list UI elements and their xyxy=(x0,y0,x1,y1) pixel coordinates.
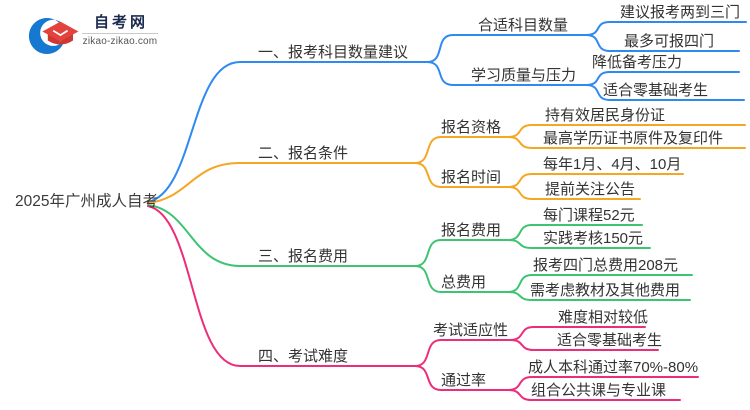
root-node: 2025年广州成人自考 xyxy=(15,193,158,210)
branch-1-wires xyxy=(147,21,747,203)
branch-1-child-2-wire xyxy=(426,61,587,86)
branch-3-child-1-label: 报名费用 xyxy=(441,222,502,239)
branch-3-label: 三、报名费用 xyxy=(258,248,349,265)
branch-3-wires xyxy=(147,204,693,301)
branch-4-leaf-4: 组合公共课与专业课 xyxy=(531,382,667,399)
logo-domain: zikao-zikao.com xyxy=(82,36,158,47)
branch-4-leaf-2: 适合零基础考生 xyxy=(557,332,663,349)
branch-3-leaf-2-wire xyxy=(507,239,651,249)
logo-title: 自考网 xyxy=(93,14,148,31)
branch-3-leaf-4: 需考虑教材及其他费用 xyxy=(530,282,681,299)
branch-2-leaf-2: 最高学历证书原件及复印件 xyxy=(543,130,724,147)
branch-2-label: 二、报名条件 xyxy=(258,145,349,162)
site-logo: 自考网 zikao-zikao.com xyxy=(28,10,158,60)
branch-4-wires xyxy=(147,205,699,401)
branch-4-leaf-4-wire xyxy=(507,389,681,401)
branch-1-child-1-label: 合适科目数量 xyxy=(478,17,569,34)
logo-divider xyxy=(82,33,158,34)
branch-1-leaf-4-wire xyxy=(585,84,745,101)
branch-4-leaf-1: 难度相对较低 xyxy=(558,309,649,326)
branch-4-label: 四、考试难度 xyxy=(258,348,349,365)
branch-3-leaf-4-wire xyxy=(507,291,691,301)
branch-2-leaf-2-wire xyxy=(507,136,746,149)
branch-2-leaf-3: 每年1月、4月、10月 xyxy=(543,156,682,173)
branch-1-leaf-1: 建议报考两到三门 xyxy=(620,4,741,21)
branch-4-spine xyxy=(147,205,416,367)
branch-3-leaf-3: 报考四门总费用208元 xyxy=(533,257,679,274)
branch-3-child-2-label: 总费用 xyxy=(441,274,487,291)
branch-1-spine xyxy=(147,61,428,203)
branch-4-child-2-wire xyxy=(414,365,509,391)
branch-2-child-2-wire xyxy=(414,162,509,188)
branch-1-leaf-4: 适合零基础考生 xyxy=(603,82,709,99)
branch-3-leaf-2: 实践考核150元 xyxy=(543,230,644,247)
branch-1-child-1-wire xyxy=(426,34,587,63)
branch-1-leaf-3: 降低备考压力 xyxy=(592,54,683,71)
branch-2-leaf-1: 持有效居民身份证 xyxy=(545,107,666,124)
branch-1-child-2-label: 学习质量与压力 xyxy=(471,67,577,84)
branch-4-child-2-label: 通过率 xyxy=(441,372,487,389)
branch-3-child-2-wire xyxy=(414,265,509,293)
branch-2-wires xyxy=(147,124,746,204)
branch-3-leaf-1: 每门课程52元 xyxy=(543,207,635,224)
graduation-cap-logo-icon xyxy=(28,18,79,54)
branch-4-child-1-wire xyxy=(414,339,511,367)
branch-1-leaf-2-wire xyxy=(585,34,740,52)
branch-3-child-1-wire xyxy=(414,239,509,267)
branch-2-spine xyxy=(147,162,416,204)
branch-2-child-1-wire xyxy=(414,136,509,164)
branch-2-leaf-4-wire xyxy=(507,186,641,200)
branch-1-label: 一、报考科目数量建议 xyxy=(258,44,409,61)
branch-1-leaf-2: 最多可报四门 xyxy=(624,33,715,50)
branch-2-leaf-4: 提前关注公告 xyxy=(545,181,636,198)
branch-4-child-1-label: 考试适应性 xyxy=(433,322,509,339)
branch-3-spine xyxy=(147,204,416,267)
branch-4-leaf-2-wire xyxy=(509,339,659,351)
branch-4-leaf-3: 成人本科通过率70%-80% xyxy=(528,359,699,376)
branch-2-child-2-label: 报名时间 xyxy=(441,169,502,186)
branch-2-child-1-label: 报名资格 xyxy=(441,119,502,136)
